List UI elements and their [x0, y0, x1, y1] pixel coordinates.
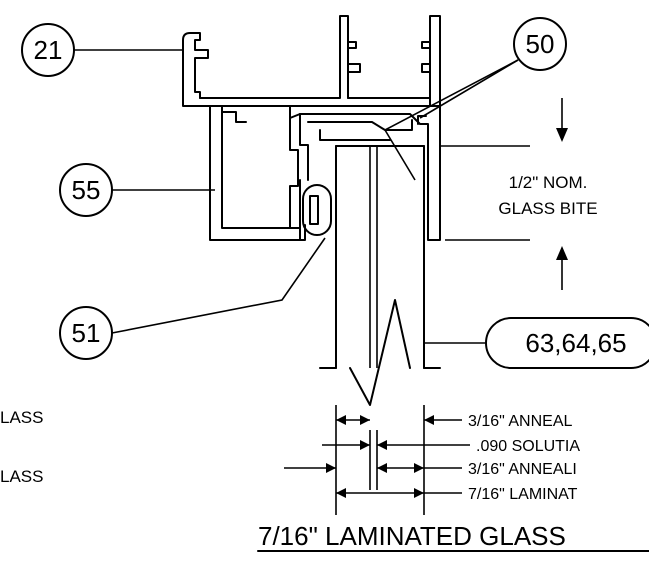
callout-50: 50 — [384, 17, 567, 181]
glass-bite-line1: 1/2" NOM. — [509, 173, 588, 192]
thickness-dimensions: 3/16" ANNEAL .090 SOLUTIA 3/16" ANNEALI … — [284, 405, 580, 515]
left-label-row2: LASS — [0, 467, 43, 486]
callout-21-label: 21 — [34, 35, 63, 65]
callout-50-label: 50 — [526, 29, 555, 59]
gasket-51 — [299, 179, 332, 241]
glass-bite-line2: GLASS BITE — [498, 199, 597, 218]
title-text: 7/16" LAMINATED GLASS — [258, 521, 566, 551]
dim-label-2: .090 SOLUTIA — [476, 438, 580, 455]
callout-63-label: 63,64,65 — [525, 328, 626, 358]
glass-bite-dimension: 1/2" NOM. GLASS BITE — [440, 98, 598, 290]
callout-51-label: 51 — [72, 318, 101, 348]
detail-title: 7/16" LAMINATED GLASS — [257, 521, 649, 552]
dim-label-3: 3/16" ANNEALI — [468, 461, 577, 478]
frame-extrusion-21 — [182, 15, 441, 107]
dim-label-1: 3/16" ANNEAL — [468, 413, 573, 430]
callout-21: 21 — [21, 23, 183, 77]
callout-63-64-65: 63,64,65 — [424, 317, 649, 369]
dim-label-4: 7/16" LAMINAT — [468, 486, 578, 503]
callout-55: 55 — [59, 163, 215, 217]
callout-55-label: 55 — [72, 175, 101, 205]
left-label-row1: LASS — [0, 408, 43, 427]
callout-51: 51 — [59, 237, 326, 360]
laminated-glass-section — [319, 145, 441, 406]
channel-extrusion-55 — [209, 105, 309, 241]
